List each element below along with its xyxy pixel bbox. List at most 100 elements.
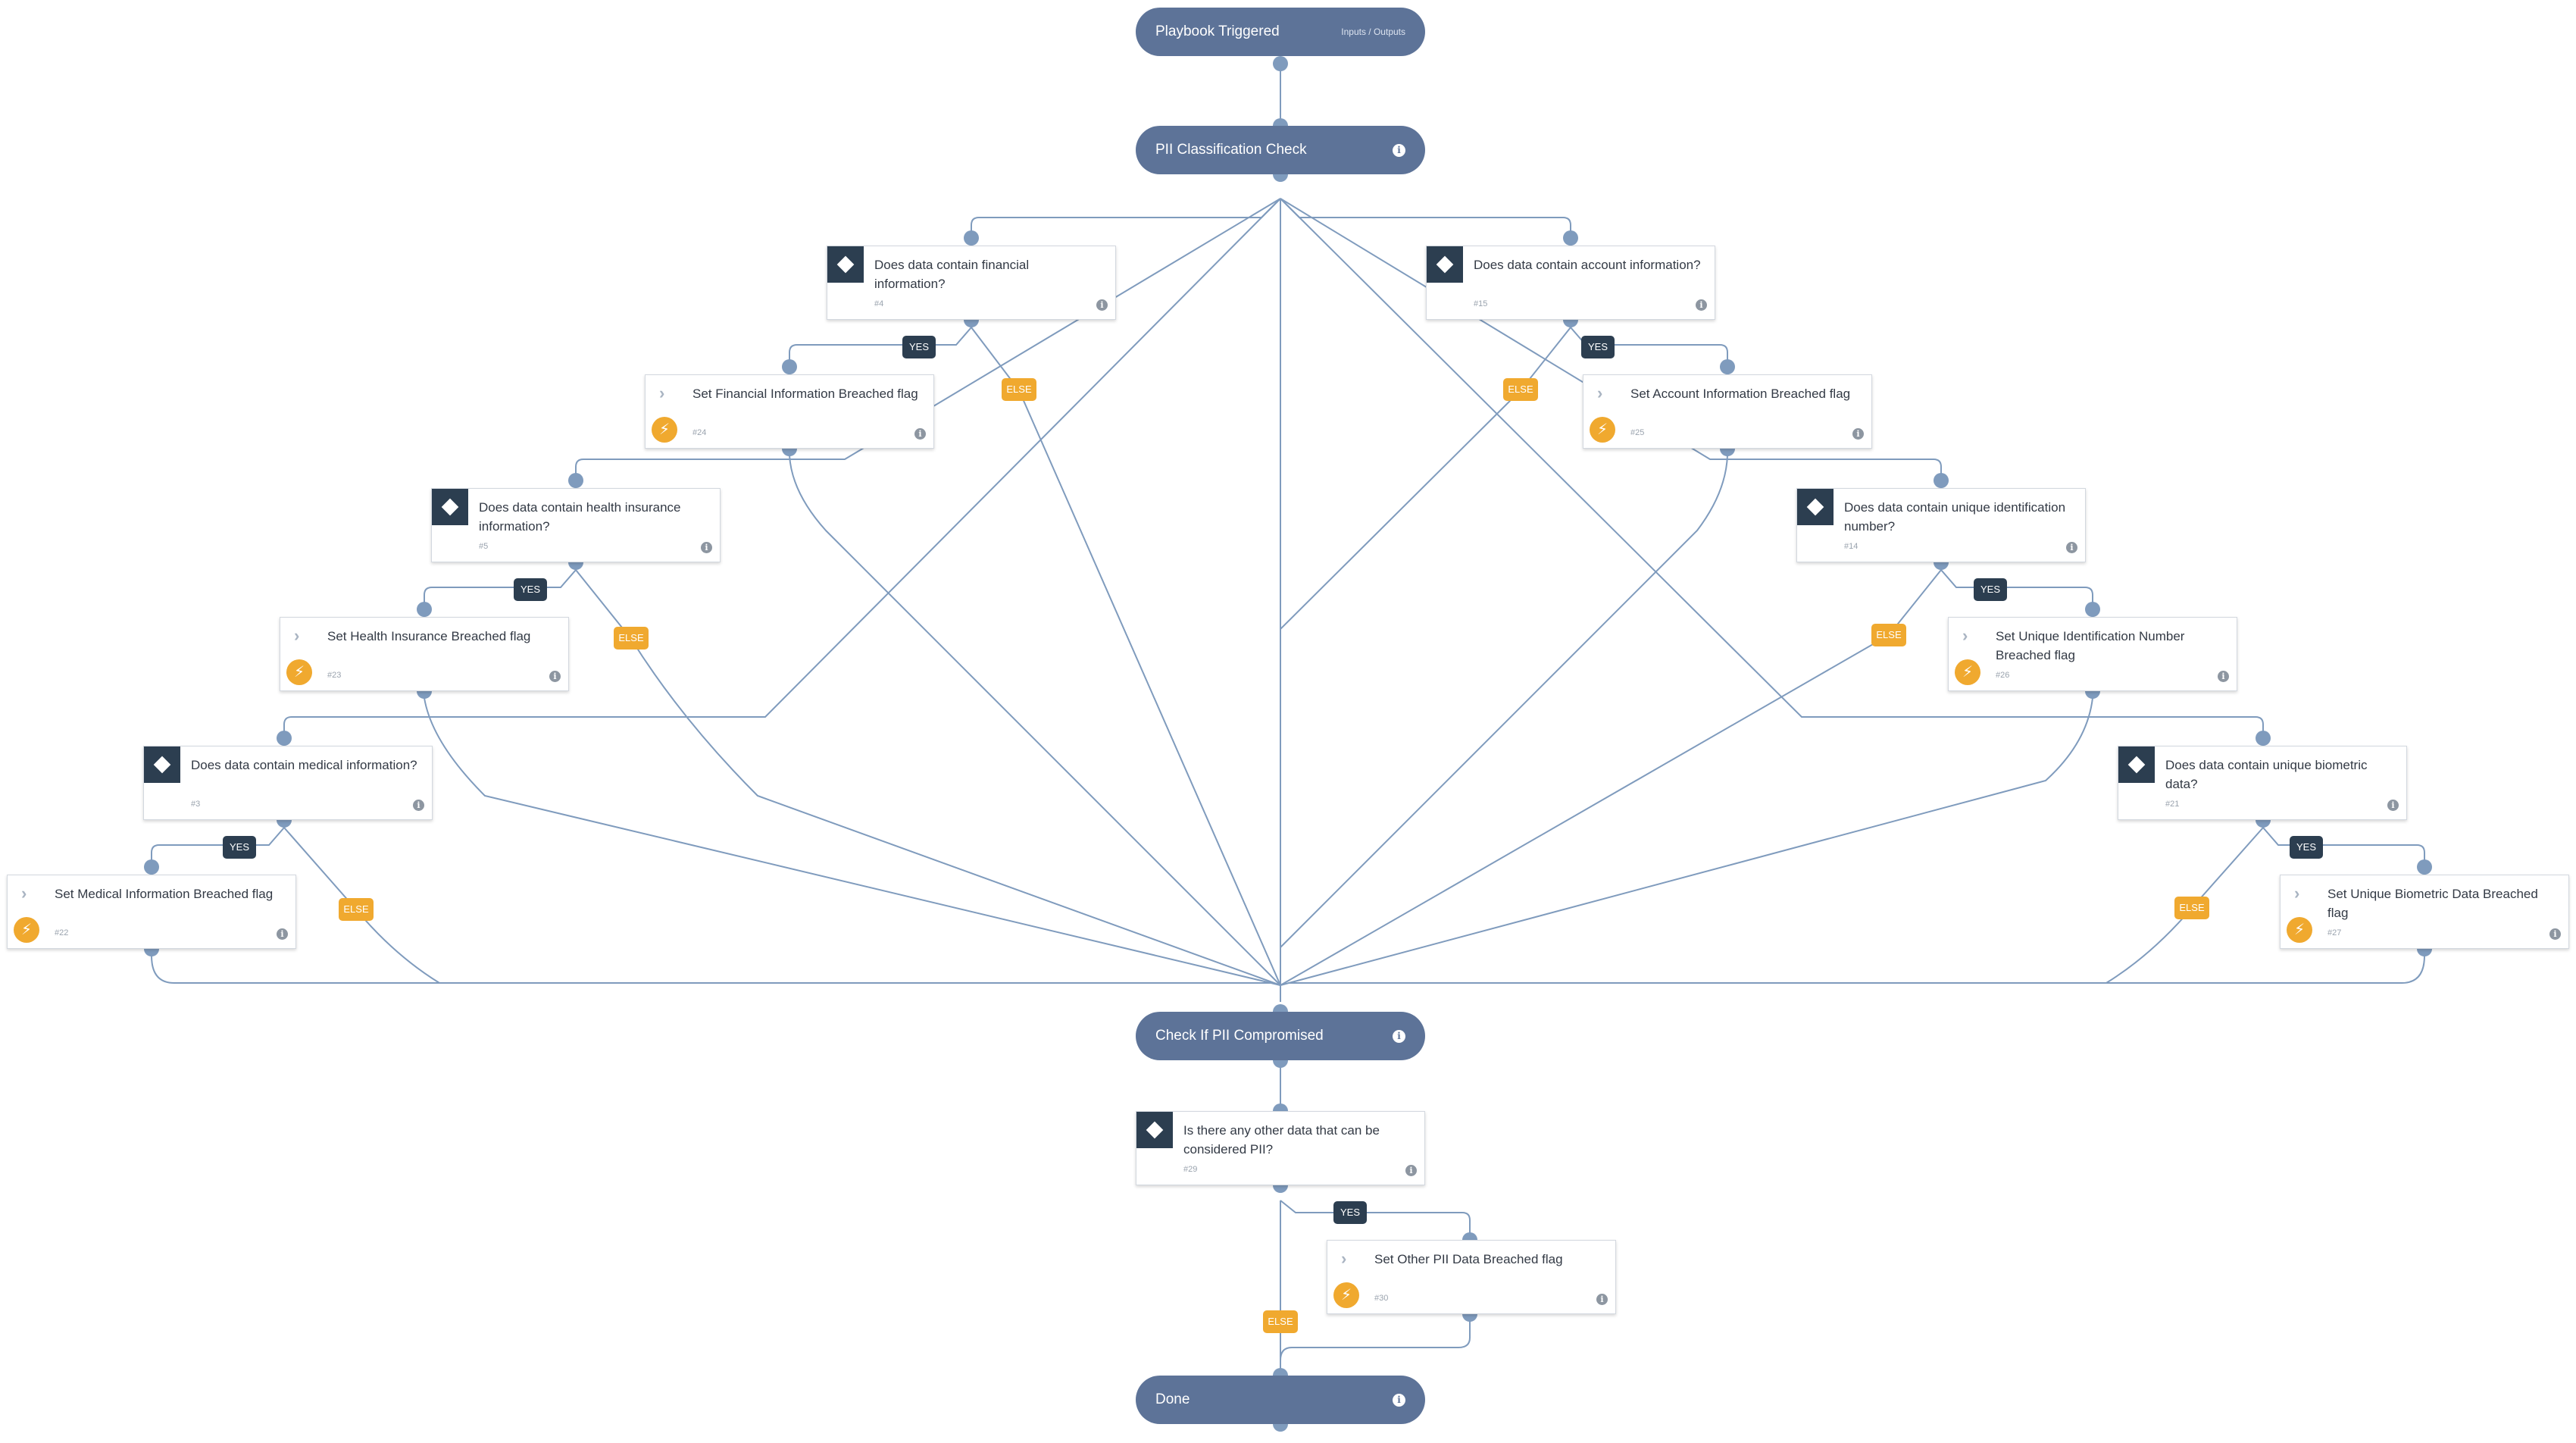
else-badge: ELSE xyxy=(1871,624,1906,646)
info-icon[interactable]: i xyxy=(1696,299,1707,311)
info-icon[interactable]: i xyxy=(1393,1029,1405,1043)
task-number: #30 xyxy=(1374,1294,1389,1303)
connection-port[interactable] xyxy=(964,230,979,246)
connection-port[interactable] xyxy=(782,359,797,374)
info-icon[interactable]: i xyxy=(1096,299,1108,311)
bolt-icon: ⚡ xyxy=(652,417,677,443)
section-pii-classification[interactable]: PII Classification Check i xyxy=(1136,126,1425,174)
info-icon[interactable]: i xyxy=(701,542,712,553)
task-number: #4 xyxy=(874,299,884,308)
connection-port[interactable] xyxy=(568,473,583,488)
task-number: #26 xyxy=(1996,671,2010,680)
task-account-condition[interactable]: Does data contain account information? #… xyxy=(1426,246,1715,320)
connection-port[interactable] xyxy=(2085,602,2100,617)
else-badge: ELSE xyxy=(1002,378,1036,401)
task-title: Set Unique Biometric Data Breached flag xyxy=(2327,887,2538,920)
connection-port[interactable] xyxy=(1720,359,1735,374)
task-number: #14 xyxy=(1844,542,1859,551)
info-icon[interactable]: i xyxy=(2218,671,2229,682)
task-health-condition[interactable]: Does data contain health insurance infor… xyxy=(431,488,721,562)
bolt-icon: ⚡ xyxy=(1590,417,1615,443)
info-icon[interactable]: i xyxy=(2066,542,2077,553)
info-icon[interactable]: i xyxy=(549,671,561,682)
else-badge: ELSE xyxy=(614,627,649,650)
info-icon[interactable]: i xyxy=(1405,1165,1417,1176)
task-number: #24 xyxy=(692,428,707,437)
task-title: Does data contain unique biometric data? xyxy=(2165,758,2368,791)
task-number: #5 xyxy=(479,542,489,551)
task-other-pii-set-flag[interactable]: › ⚡ Set Other PII Data Breached flag #30… xyxy=(1327,1240,1616,1314)
task-title: Is there any other data that can be cons… xyxy=(1183,1123,1380,1157)
info-icon[interactable]: i xyxy=(1393,1393,1405,1407)
task-title: Does data contain account information? xyxy=(1474,258,1701,272)
connection-port[interactable] xyxy=(2417,859,2432,875)
info-icon[interactable]: i xyxy=(277,928,288,940)
else-badge: ELSE xyxy=(2174,897,2209,919)
task-title: Set Other PII Data Breached flag xyxy=(1374,1252,1563,1266)
yes-badge: YES xyxy=(1581,336,1615,358)
info-icon[interactable]: i xyxy=(1596,1294,1608,1305)
yes-badge: YES xyxy=(902,336,936,358)
bolt-icon: ⚡ xyxy=(14,917,39,943)
task-number: #29 xyxy=(1183,1165,1198,1174)
task-medical-set-flag[interactable]: › ⚡ Set Medical Information Breached fla… xyxy=(7,875,296,949)
bolt-icon: ⚡ xyxy=(286,659,312,685)
task-biometric-condition[interactable]: Does data contain unique biometric data?… xyxy=(2118,746,2407,820)
task-financial-condition[interactable]: Does data contain financial information?… xyxy=(827,246,1116,320)
task-number: #3 xyxy=(191,800,201,809)
info-icon[interactable]: i xyxy=(1852,428,1864,440)
start-title: Playbook Triggered xyxy=(1155,23,1280,39)
chevron-right-icon: › xyxy=(2294,884,2300,903)
chevron-right-icon: › xyxy=(1597,383,1603,402)
task-number: #23 xyxy=(327,671,342,680)
chevron-right-icon: › xyxy=(294,626,300,645)
task-number: #22 xyxy=(55,928,69,937)
start-node[interactable]: Playbook Triggered Inputs / Outputs xyxy=(1136,8,1425,56)
inputs-outputs-link[interactable]: Inputs / Outputs xyxy=(1341,27,1405,37)
task-title: Does data contain unique identification … xyxy=(1844,500,2066,534)
task-medical-condition[interactable]: Does data contain medical information? #… xyxy=(143,746,433,820)
section-check-pii-compromised[interactable]: Check If PII Compromised i xyxy=(1136,1012,1425,1060)
bolt-icon: ⚡ xyxy=(2287,917,2312,943)
task-unique-id-set-flag[interactable]: › ⚡ Set Unique Identification Number Bre… xyxy=(1948,617,2237,691)
task-biometric-set-flag[interactable]: › ⚡ Set Unique Biometric Data Breached f… xyxy=(2280,875,2569,949)
yes-badge: YES xyxy=(2290,836,2323,859)
task-financial-set-flag[interactable]: › ⚡ Set Financial Information Breached f… xyxy=(645,374,934,449)
info-icon[interactable]: i xyxy=(2387,800,2399,811)
else-badge: ELSE xyxy=(339,898,374,921)
info-icon[interactable]: i xyxy=(2549,928,2561,940)
else-badge: ELSE xyxy=(1263,1310,1298,1333)
task-number: #27 xyxy=(2327,928,2342,937)
info-icon[interactable]: i xyxy=(1393,143,1405,157)
yes-badge: YES xyxy=(1974,578,2007,601)
end-node-done[interactable]: Done i xyxy=(1136,1376,1425,1424)
connection-port[interactable] xyxy=(1273,56,1288,71)
section-title: Check If PII Compromised xyxy=(1155,1028,1324,1044)
task-unique-id-condition[interactable]: Does data contain unique identification … xyxy=(1796,488,2086,562)
condition-icon xyxy=(144,747,180,783)
connection-port[interactable] xyxy=(144,859,159,875)
task-account-set-flag[interactable]: › ⚡ Set Account Information Breached fla… xyxy=(1583,374,1872,449)
task-number: #21 xyxy=(2165,800,2180,809)
condition-icon xyxy=(1427,246,1463,283)
connection-port[interactable] xyxy=(277,731,292,746)
info-icon[interactable]: i xyxy=(413,800,424,811)
task-health-set-flag[interactable]: › ⚡ Set Health Insurance Breached flag #… xyxy=(280,617,569,691)
connection-port[interactable] xyxy=(2256,731,2271,746)
task-other-pii-condition[interactable]: Is there any other data that can be cons… xyxy=(1136,1111,1425,1185)
task-title: Set Health Insurance Breached flag xyxy=(327,629,531,643)
task-title: Set Financial Information Breached flag xyxy=(692,387,918,401)
task-title: Set Unique Identification Number Breache… xyxy=(1996,629,2185,662)
bolt-icon: ⚡ xyxy=(1955,659,1980,685)
info-icon[interactable]: i xyxy=(914,428,926,440)
condition-icon xyxy=(432,489,468,525)
connection-port[interactable] xyxy=(417,602,432,617)
task-title: Does data contain medical information? xyxy=(191,758,417,772)
connection-port[interactable] xyxy=(1934,473,1949,488)
condition-icon xyxy=(1797,489,1834,525)
chevron-right-icon: › xyxy=(659,383,665,402)
end-title: Done xyxy=(1155,1391,1190,1407)
condition-icon xyxy=(827,246,864,283)
task-title: Set Medical Information Breached flag xyxy=(55,887,274,901)
connection-port[interactable] xyxy=(1563,230,1578,246)
